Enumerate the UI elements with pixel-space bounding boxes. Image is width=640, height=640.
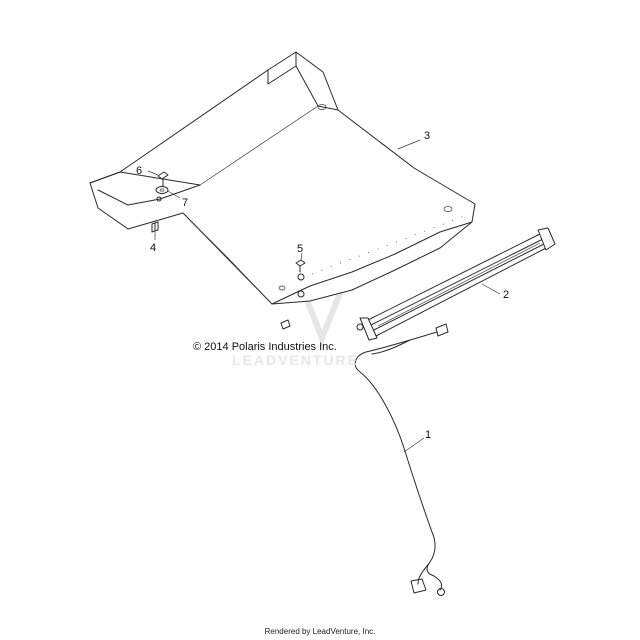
harness-connector <box>435 323 449 337</box>
roof-side-line <box>182 212 273 305</box>
leader-1 <box>403 437 425 453</box>
light-bar-lens <box>377 242 541 327</box>
roof-hole <box>297 273 305 281</box>
roof-hole <box>297 290 305 298</box>
leader-7 <box>167 190 181 199</box>
callout-1: 1 <box>425 429 431 441</box>
screw-part-6 <box>157 171 169 187</box>
harness-wire <box>354 331 438 577</box>
callout-3: 3 <box>424 130 430 142</box>
wiring-harness-part-1 <box>354 323 449 596</box>
nut-under-panel <box>280 319 291 330</box>
copyright-notice: © 2014 Polaris Industries Inc. <box>193 341 337 353</box>
harness-wire <box>417 561 431 585</box>
callout-7: 7 <box>182 197 188 209</box>
light-bar-end-cap <box>359 317 378 341</box>
roof-rear-step <box>267 51 297 85</box>
roof-front-lip <box>97 184 201 206</box>
harness-plug-ring <box>437 588 445 596</box>
callout-4: 4 <box>150 242 156 254</box>
leader-3 <box>397 139 421 150</box>
light-bar-mount <box>356 323 364 331</box>
roof-hole <box>278 285 286 291</box>
light-bar-face <box>366 238 544 328</box>
roof-rear-edge <box>271 221 473 305</box>
roof-hole <box>156 196 162 202</box>
roof-panel <box>89 51 476 305</box>
light-bar-part-2 <box>356 227 556 341</box>
footer-credit: Rendered by LeadVenture, Inc. <box>264 627 376 636</box>
screw-part-5 <box>295 259 306 273</box>
callout-6: 6 <box>136 165 142 177</box>
roof-panel-outline <box>89 51 476 305</box>
harness-plug <box>410 578 427 594</box>
roof-hole <box>317 104 327 110</box>
roof-front-fold <box>89 171 121 184</box>
light-bar-face <box>369 242 547 333</box>
harness-wire <box>433 575 443 591</box>
roof-top-ridge <box>119 171 201 186</box>
leader-6 <box>147 170 159 176</box>
callout-5: 5 <box>297 243 303 255</box>
washer-part-7 <box>155 186 169 194</box>
leader-lines <box>147 139 501 453</box>
leader-2 <box>481 283 501 295</box>
roof-hole-row <box>311 213 471 275</box>
roof-front-edge <box>199 105 319 186</box>
callout-2: 2 <box>503 289 509 301</box>
roof-hole <box>443 206 453 212</box>
leader-5 <box>300 252 303 261</box>
nut-part-4 <box>151 221 159 233</box>
light-bar-end-cap <box>537 227 556 251</box>
watermark-text: LEADVENTURE <box>232 352 360 368</box>
harness-wire-branch <box>371 339 411 355</box>
